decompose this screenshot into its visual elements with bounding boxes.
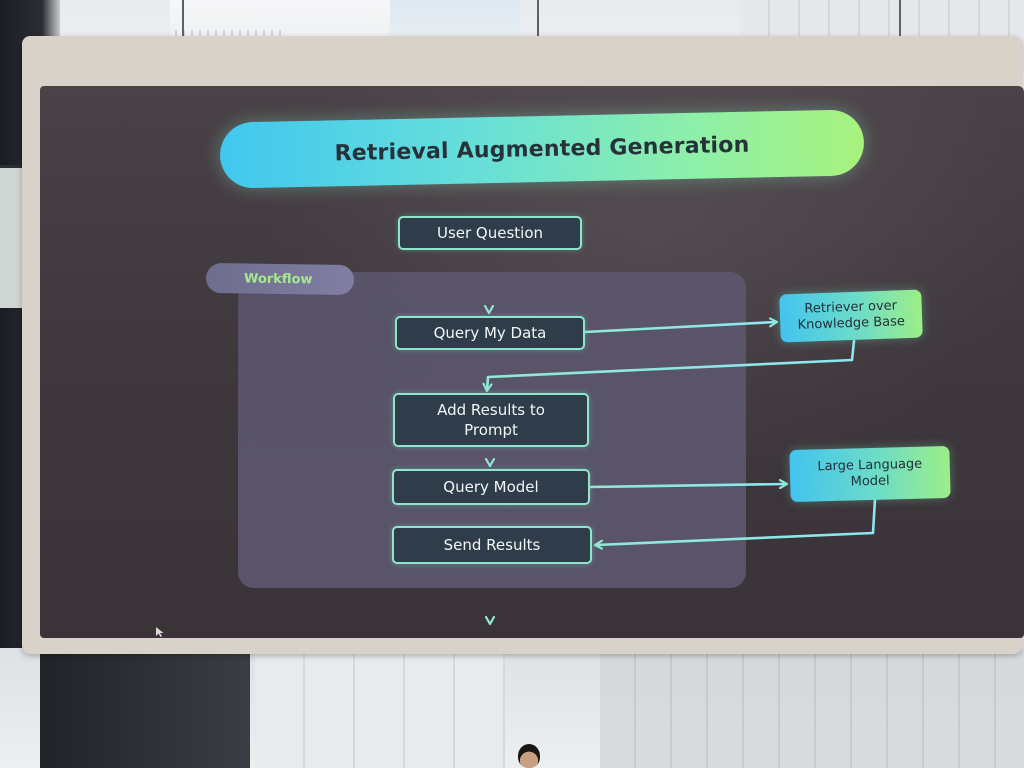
hanging-cable xyxy=(182,0,184,64)
arrow-retriever-to-results xyxy=(487,339,856,390)
background-right-panels xyxy=(600,650,1024,768)
side-node-llm: Large Language Model xyxy=(789,445,951,503)
flow-step-label: Query Model xyxy=(443,478,539,496)
flow-step-query-my-data: Query My Data xyxy=(395,316,585,350)
flow-step-label: Add Results to Prompt xyxy=(437,401,545,439)
background-dark-window xyxy=(40,650,250,768)
side-node-label: Retriever over Knowledge Base xyxy=(797,298,906,333)
background-mid-panels xyxy=(255,650,505,768)
arrow-model-to-llm xyxy=(586,484,786,487)
person-head xyxy=(518,744,540,768)
arrow-llm-to-send xyxy=(596,497,877,545)
pointer-icon xyxy=(156,627,164,637)
flow-step-add-results: Add Results to Prompt xyxy=(393,393,589,447)
flow-step-send-results: Send Results xyxy=(392,526,592,564)
flow-step-label: Query My Data xyxy=(433,324,547,342)
flow-step-label: Send Results xyxy=(443,536,541,554)
audience-person xyxy=(512,742,546,768)
side-node-retriever: Retriever over Knowledge Base xyxy=(779,289,923,343)
presentation-screen: Retrieval Augmented Generation Workflow xyxy=(40,86,1024,638)
hanging-cable xyxy=(537,0,539,70)
arrow-query-to-retriever xyxy=(583,322,776,334)
side-node-label: Large Language Model xyxy=(817,456,923,490)
flow-step-user-question: User Question xyxy=(398,216,582,250)
flow-step-label: User Question xyxy=(436,224,544,242)
flow-connectors xyxy=(40,249,877,638)
flow-step-query-model: Query Model xyxy=(392,469,590,505)
hanging-cable xyxy=(899,0,901,38)
